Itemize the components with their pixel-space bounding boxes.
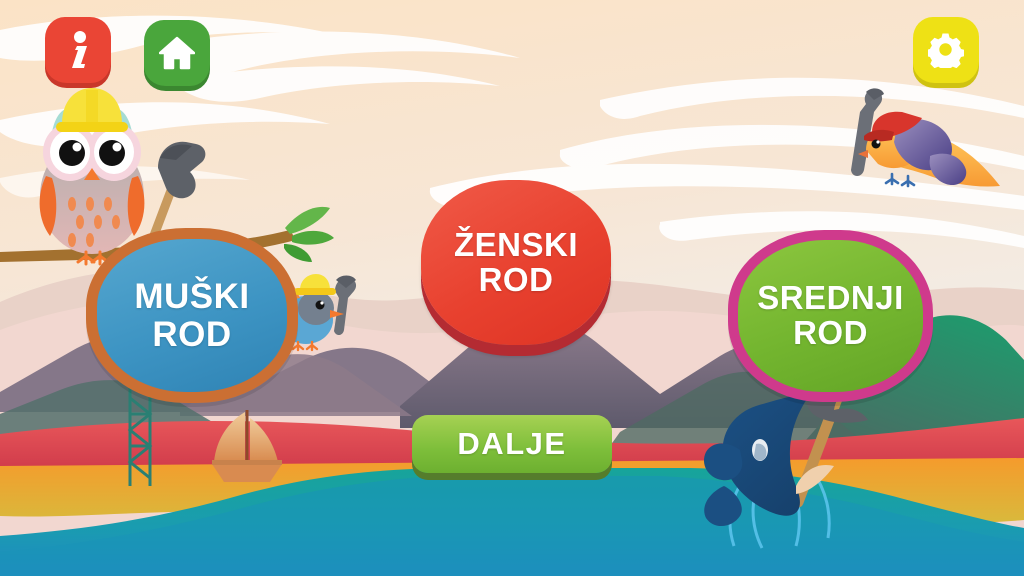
choice-muski-rod[interactable]: MUŠKI ROD (86, 228, 298, 403)
choice-srednji-shape (728, 230, 933, 402)
mountain-mauve (180, 354, 412, 416)
lattice-tower (127, 388, 153, 486)
choice-zenski-shape (421, 180, 611, 345)
info-button[interactable] (45, 17, 111, 83)
choice-muski-shape (86, 228, 298, 403)
gear-icon (928, 33, 964, 68)
choice-srednji-rod[interactable]: SREDNJI ROD (728, 230, 933, 402)
home-button[interactable] (144, 20, 210, 86)
mountain-green-mid (610, 371, 868, 446)
tree-branch (0, 230, 296, 262)
sailboat (212, 410, 282, 482)
info-icon (72, 31, 87, 68)
whale-with-pickaxe (703, 378, 868, 549)
home-icon (159, 36, 195, 70)
orange-bird-with-cap-and-wrench (851, 88, 1000, 188)
choice-zenski-rod[interactable]: ŽENSKI ROD (421, 180, 611, 345)
next-button[interactable]: DALJE (412, 415, 612, 473)
settings-button[interactable] (913, 17, 979, 83)
